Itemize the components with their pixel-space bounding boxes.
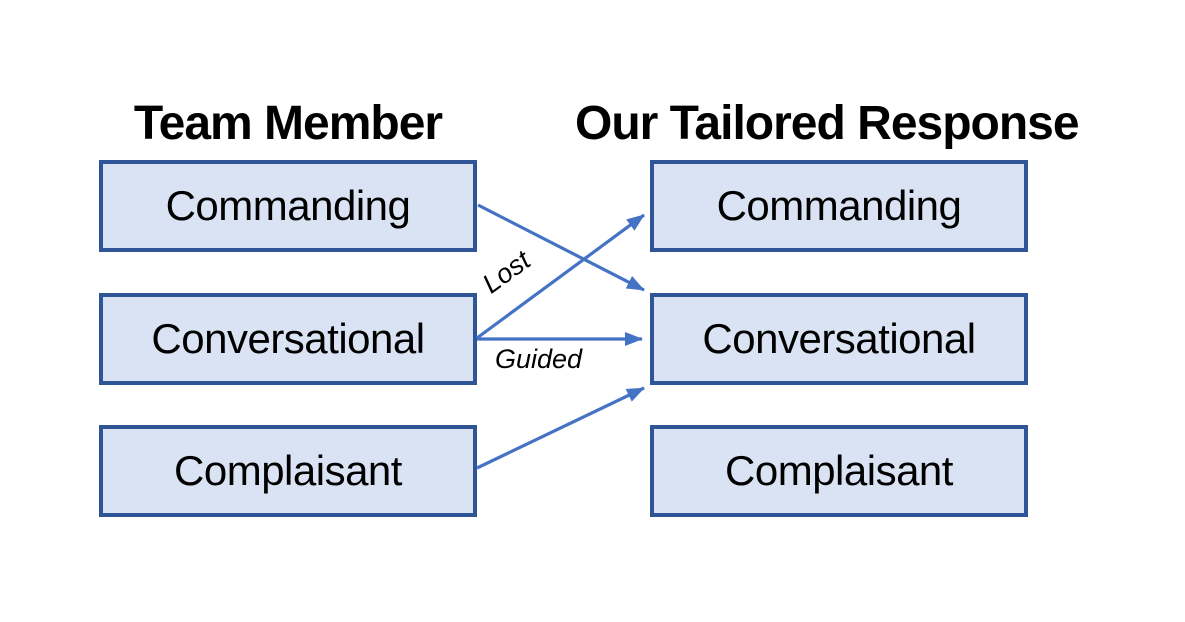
team-member-complaisant-box: Complaisant [99, 425, 477, 517]
team-member-column-title: Team Member [133, 97, 443, 150]
arrow-label-lost: Lost [476, 244, 536, 300]
tailored-response-column-title: Our Tailored Response [575, 97, 1080, 150]
response-conversational-box: Conversational [650, 293, 1028, 385]
team-member-commanding-box: Commanding [99, 160, 477, 252]
response-commanding-box: Commanding [650, 160, 1028, 252]
response-complaisant-box: Complaisant [650, 425, 1028, 517]
arrow-label-guided: Guided [495, 344, 583, 374]
arrow-complaisant-to-conversational [476, 386, 645, 470]
team-member-conversational-box: Conversational [99, 293, 477, 385]
